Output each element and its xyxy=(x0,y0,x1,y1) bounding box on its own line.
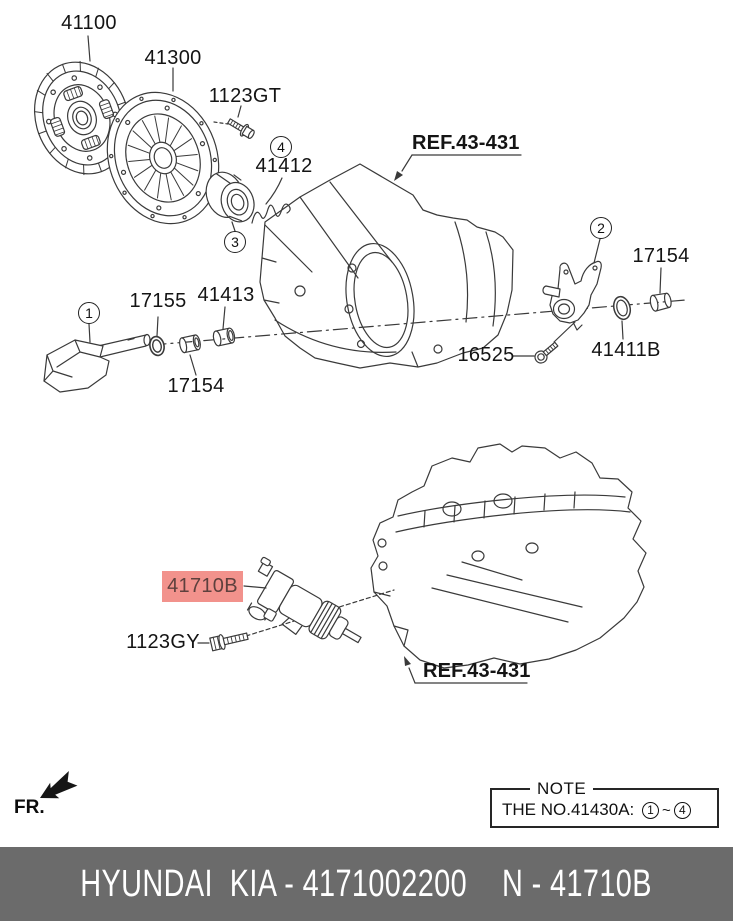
callout-3: 3 xyxy=(224,231,246,253)
label-41411b: 41411B xyxy=(591,339,661,361)
bolt-16525-drawing xyxy=(534,341,559,364)
label-1123gt: 1123GT xyxy=(208,85,282,107)
label-41412: 41412 xyxy=(255,155,313,177)
seal-17155-drawing xyxy=(149,335,165,357)
leader-17154-right xyxy=(659,267,662,294)
leader-callout-3 xyxy=(231,221,236,232)
bolt-1123gt-axis xyxy=(213,121,229,125)
label-17155: 17155 xyxy=(129,290,187,312)
leader-41413 xyxy=(222,306,226,330)
label-41413: 41413 xyxy=(197,284,255,306)
bell-housing-drawing xyxy=(259,163,514,369)
footer-part-code: HYUNDAI KIA - 4171002200 xyxy=(80,862,468,905)
label-17154-left: 17154 xyxy=(167,375,225,397)
transaxle-case-drawing xyxy=(370,443,647,669)
leader-callout-2 xyxy=(593,238,601,264)
label-41100: 41100 xyxy=(61,12,117,34)
leader-callout-1 xyxy=(88,323,91,343)
leader-17154-left xyxy=(189,354,197,376)
plug-17154-right-drawing xyxy=(649,292,672,312)
callout-1: 1 xyxy=(78,302,100,324)
fr-marker-label: FR. xyxy=(14,797,45,818)
note-box: NOTE THE NO.41430A: 1 ~ 4 xyxy=(490,779,719,828)
release-bearing-drawing xyxy=(205,171,255,223)
release-fork-drawing xyxy=(542,260,602,331)
leader-41411b xyxy=(621,320,624,340)
callout-2: 2 xyxy=(590,217,612,239)
label-ref-upper: REF.43-431 xyxy=(412,132,520,154)
leader-41412 xyxy=(265,177,283,205)
label-16525: 16525 xyxy=(457,344,515,366)
label-41300: 41300 xyxy=(144,47,202,69)
note-range-start-circle: 1 xyxy=(642,801,660,819)
fr-arrow xyxy=(40,770,78,799)
note-text: THE NO.41430A: xyxy=(502,800,640,819)
seal-41411b-drawing xyxy=(612,295,632,321)
clip-41412-drawing xyxy=(251,203,291,224)
bolt-1123gy-drawing xyxy=(209,632,249,652)
leader-17155 xyxy=(156,316,159,337)
note-range-separator: ~ xyxy=(662,801,671,819)
leader-1123gt xyxy=(237,105,242,118)
label-ref-lower: REF.43-431 xyxy=(423,660,531,682)
bolt-1123gt-drawing xyxy=(227,118,255,139)
bolt-16525-link xyxy=(553,321,576,343)
note-range-end-circle: 4 xyxy=(673,801,691,819)
label-17154-right: 17154 xyxy=(632,245,690,267)
footer-n-code: N - 41710B xyxy=(502,862,653,905)
ref-lower-leader xyxy=(404,656,528,684)
footer-banner: HYUNDAI KIA - 4171002200 N - 41710B xyxy=(0,847,733,921)
sleeve-41413-drawing xyxy=(212,327,236,347)
note-content: THE NO.41430A: 1 ~ 4 xyxy=(502,800,717,820)
ref-upper-leader xyxy=(394,154,522,181)
release-lever-drawing xyxy=(43,333,151,393)
slave-cylinder-drawing xyxy=(246,556,362,644)
plug-17154-left-drawing xyxy=(179,334,201,354)
clutch-cover-drawing xyxy=(106,91,220,225)
centerline xyxy=(151,299,687,346)
note-title: NOTE xyxy=(537,779,587,798)
callout-4: 4 xyxy=(270,136,292,158)
leader-41100 xyxy=(87,35,91,62)
label-1123gy: 1123GY xyxy=(126,631,200,653)
highlight-label-41710b: 41710B xyxy=(162,571,243,602)
footer-text: HYUNDAI KIA - 4171002200 N - 41710B xyxy=(81,863,653,906)
leader-41710b xyxy=(243,585,267,589)
